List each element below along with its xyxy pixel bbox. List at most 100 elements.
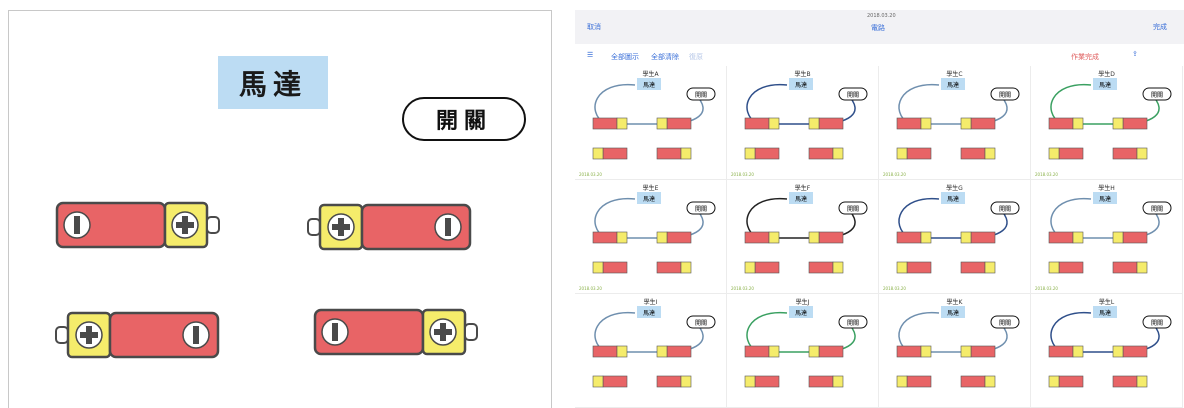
battery-3[interactable] [54, 311, 224, 361]
switch-mini-label: 開關 [695, 206, 707, 213]
toolbar-date: 2018.03.20 [867, 13, 896, 19]
battery-mini [744, 147, 780, 160]
toolbar-title[interactable]: 電路 [871, 24, 885, 32]
motor-mini-label: 馬達 [947, 195, 959, 203]
student-name: 學生L [1098, 299, 1115, 306]
subbar-item-1[interactable]: 全部圖示 [611, 53, 639, 61]
motor-mini [1093, 306, 1117, 318]
cell-caption: 2018.03.20 [883, 172, 906, 177]
cell-caption: 2018.03.20 [883, 286, 906, 291]
switch-mini-label: 開關 [999, 320, 1011, 327]
battery-mini [1048, 117, 1084, 130]
student-name: 學生B [794, 71, 811, 78]
done-button[interactable]: 完成 [1153, 23, 1167, 31]
battery-1[interactable] [55, 201, 225, 251]
battery-mini [744, 117, 780, 130]
motor-mini-label: 馬達 [1099, 81, 1111, 89]
battery-4[interactable] [313, 308, 483, 358]
cancel-button[interactable]: 取消 [587, 23, 601, 31]
battery-mini [896, 231, 932, 244]
motor-label: 馬達 [238, 67, 307, 101]
switch-mini [686, 315, 716, 329]
switch-mini-label: 開關 [1151, 206, 1163, 213]
switch-mini [1142, 201, 1172, 215]
student-name: 學生J [795, 299, 810, 306]
share-icon[interactable]: ⇪ [1132, 50, 1138, 58]
battery-mini [1048, 147, 1084, 160]
switch-mini-label: 開關 [695, 320, 707, 327]
battery-mini [592, 345, 628, 358]
switch-block[interactable]: 開關 [402, 97, 526, 141]
battery-mini [1048, 345, 1084, 358]
switch-mini [990, 201, 1020, 215]
subbar-item-2[interactable]: 全部清除 [651, 53, 679, 61]
motor-mini [789, 306, 813, 318]
subbar-item-3[interactable]: 復原 [689, 53, 703, 61]
switch-mini [1142, 87, 1172, 101]
battery-mini [896, 375, 932, 388]
motor-mini-label: 馬達 [947, 81, 959, 89]
battery-mini [592, 147, 628, 160]
battery-mini [744, 345, 780, 358]
student-name: 學生F [794, 185, 811, 192]
battery-mini [808, 345, 844, 358]
motor-mini [1093, 78, 1117, 90]
motor-mini [789, 78, 813, 90]
student-name: 學生D [1098, 71, 1115, 78]
battery-mini [592, 117, 628, 130]
battery-mini [744, 231, 780, 244]
cell-caption: 2018.03.20 [731, 172, 754, 177]
battery-mini [592, 375, 628, 388]
battery-mini [808, 231, 844, 244]
battery-mini [896, 117, 932, 130]
battery-2[interactable] [306, 203, 476, 253]
motor-block[interactable]: 馬達 [218, 56, 328, 109]
battery-mini [1112, 375, 1148, 388]
switch-mini [838, 201, 868, 215]
battery-mini [1112, 231, 1148, 244]
motor-mini-label: 馬達 [795, 195, 807, 203]
switch-mini [686, 87, 716, 101]
battery-mini [1048, 261, 1084, 274]
motor-mini [637, 192, 661, 204]
battery-mini [960, 147, 996, 160]
motor-mini-label: 馬達 [947, 309, 959, 317]
class-overview-panel: 取消 2018.03.20 電路 完成 ☰ 全部圖示 全部清除 復原 作業完成 … [575, 10, 1184, 408]
switch-mini [990, 315, 1020, 329]
motor-mini [1093, 192, 1117, 204]
switch-mini [838, 87, 868, 101]
battery-mini [656, 345, 692, 358]
student-name: 學生E [642, 185, 659, 192]
cell-caption: 2018.03.20 [1035, 172, 1058, 177]
cell-caption: 2018.03.20 [1035, 286, 1058, 291]
student-name: 學生I [643, 299, 658, 306]
battery-mini [656, 261, 692, 274]
battery-mini [808, 147, 844, 160]
battery-mini [808, 117, 844, 130]
battery-mini [656, 375, 692, 388]
battery-mini [808, 375, 844, 388]
switch-mini-label: 開關 [847, 320, 859, 327]
menu-icon[interactable]: ☰ [587, 51, 594, 59]
switch-label: 開關 [435, 109, 492, 134]
motor-mini [941, 192, 965, 204]
